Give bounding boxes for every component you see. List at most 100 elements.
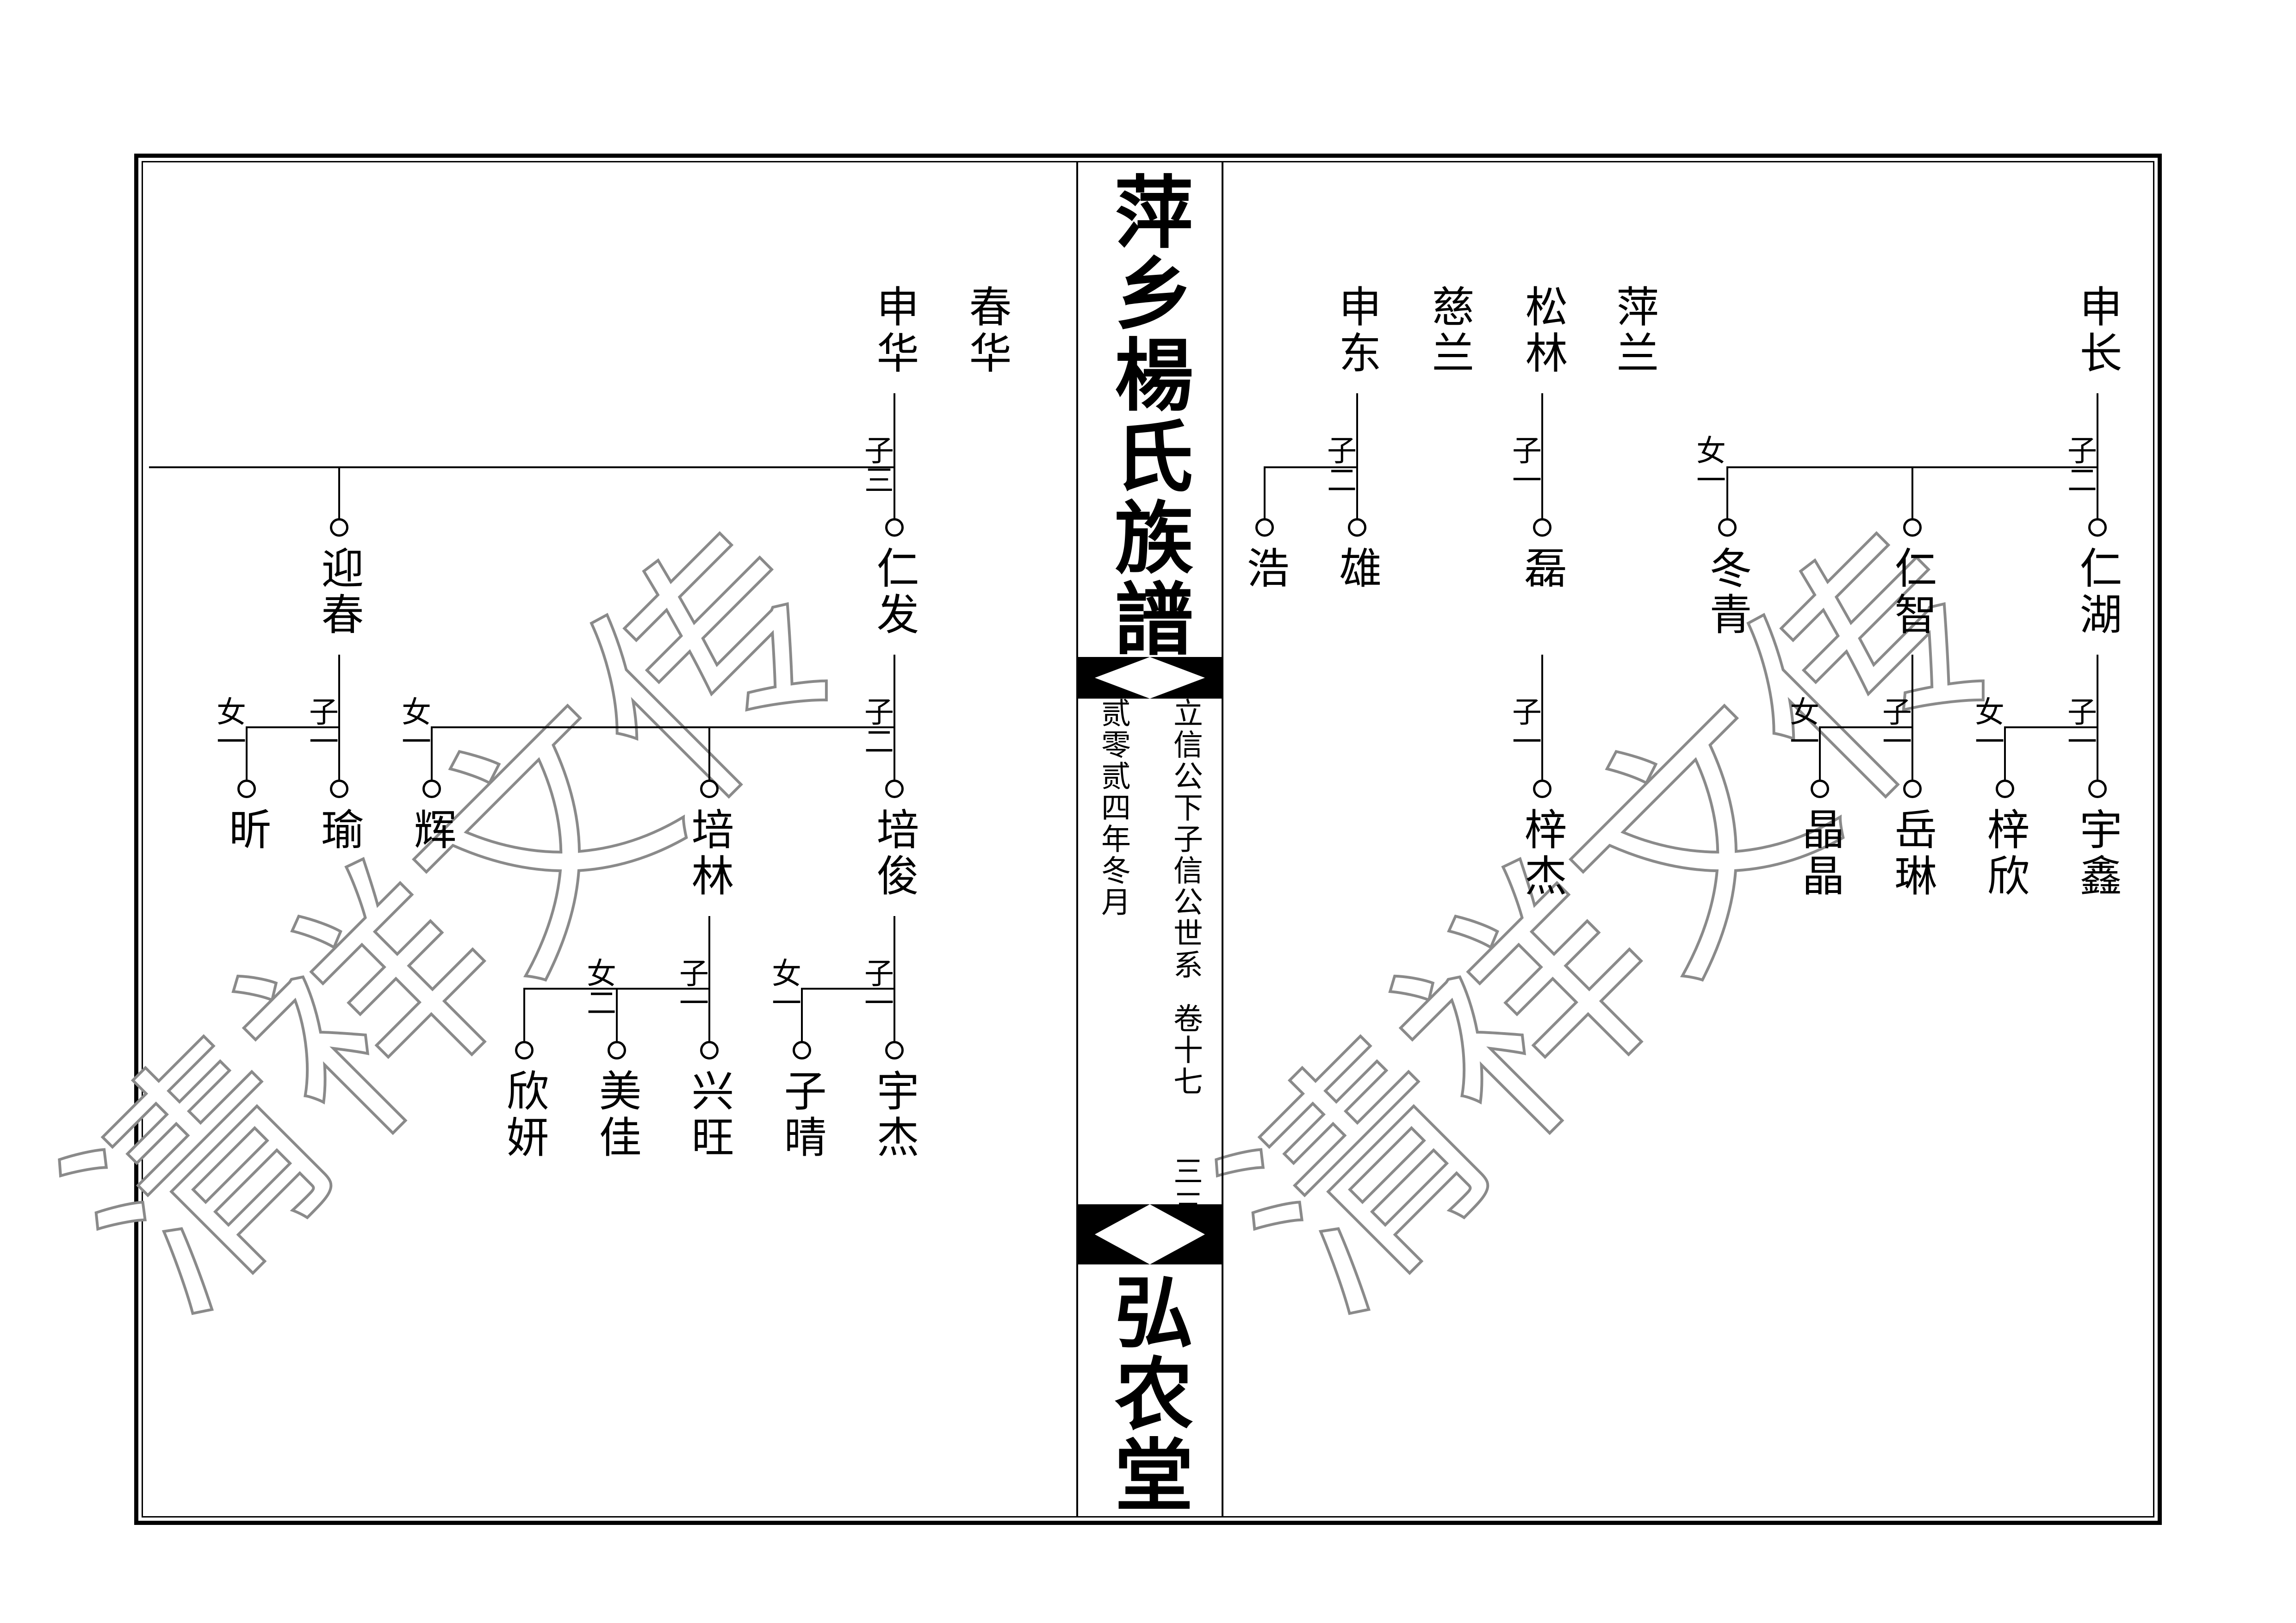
rel-peilin-daus: 女二: [582, 958, 616, 1017]
person-zijie: 梓杰: [1517, 807, 1567, 900]
node-jingjing: [1811, 780, 1829, 798]
person-hui: 辉: [407, 807, 456, 854]
rel-shenchang-daus: 女一: [1691, 435, 1725, 494]
node-lei: [1533, 518, 1551, 537]
node-yu: [330, 780, 348, 798]
node-yuxin: [2088, 780, 2107, 798]
rel-renfa-daus: 女一: [397, 696, 431, 756]
person-zixin: 梓欣: [1980, 807, 2029, 900]
person-shendong: 申东: [1332, 285, 1381, 377]
spine-divider-bottom: [1076, 1204, 1223, 1264]
node-yuelin: [1903, 780, 1922, 798]
rel-renfa-sons: 子二: [859, 696, 894, 756]
person-shenhua: 申华: [869, 285, 919, 377]
line-xinyan-up: [523, 988, 525, 1050]
line-renfa-down: [894, 655, 895, 789]
line-yingchun-bar: [246, 726, 340, 728]
person-yingchun: 迎春: [314, 546, 364, 638]
line-renhu-down: [2097, 655, 2098, 789]
hall-name: 弘农堂: [1101, 1271, 1193, 1516]
person-songlin: 松林: [1518, 285, 1568, 377]
rel-shenchang-sons: 子二: [2062, 435, 2097, 494]
person-cilan: 慈兰: [1425, 285, 1474, 377]
person-renfa: 仁发: [869, 546, 919, 638]
line-renhu-bar: [2004, 726, 2098, 728]
rel-shenhua-sons: 子三: [859, 435, 894, 494]
person-yuxin: 宇鑫: [2073, 807, 2122, 900]
line-shendong-down: [1356, 393, 1358, 527]
node-xingwang: [700, 1041, 719, 1059]
person-xiong: 雄: [1332, 546, 1382, 592]
node-zixin: [1996, 780, 2014, 798]
line-meijia-up: [616, 988, 618, 1050]
date-text: 贰零贰四年冬月: [1096, 698, 1130, 918]
line-shenchang-down: [2097, 393, 2098, 527]
line-hao-up: [1264, 466, 1266, 527]
line-peilin-down: [708, 916, 710, 1050]
person-yuelin: 岳琳: [1887, 807, 1937, 900]
rel-lei-sons: 子一: [1507, 696, 1541, 756]
line-xin-up: [246, 726, 248, 789]
line-lei-down: [1541, 655, 1543, 789]
node-renzhi: [1903, 518, 1922, 537]
inner-border: [142, 161, 2154, 1518]
node-dongqing: [1718, 518, 1737, 537]
node-zijie: [1533, 780, 1551, 798]
line-yingchun-down: [338, 655, 340, 789]
node-meijia: [608, 1041, 626, 1059]
rel-renzhi-sons: 子一: [1877, 696, 1911, 756]
line-peijun-down: [894, 916, 895, 1050]
person-pinglan: 萍兰: [1609, 285, 1659, 377]
rel-songlin-sons: 子一: [1507, 435, 1541, 494]
person-jingjing: 晶晶: [1795, 807, 1844, 900]
rel-peijun-sons: 子一: [859, 958, 894, 1017]
rel-yingchun-daus: 女一: [211, 696, 246, 756]
line-hui-up: [431, 726, 433, 789]
node-ziqing: [793, 1041, 811, 1059]
person-shenchang: 申长: [2073, 285, 2122, 377]
node-xin: [237, 780, 256, 798]
outer-border: [134, 154, 2162, 1525]
line-shenhua-down: [894, 393, 895, 527]
line-renzhi-up: [1911, 466, 1913, 527]
node-xiong: [1348, 518, 1366, 537]
person-peilin: 培林: [684, 807, 734, 900]
node-peilin: [700, 780, 719, 798]
rel-peijun-daus: 女一: [767, 958, 801, 1017]
line-peilin-up: [708, 726, 710, 789]
rel-yingchun-sons: 子一: [304, 696, 338, 756]
person-xinyan: 欣妍: [499, 1069, 549, 1161]
center-spine: 萍乡楊氏族譜 立信公下子信公世系 卷十七 三三 贰零贰四年冬月 弘农堂: [1076, 161, 1223, 1518]
spine-divider-top: [1076, 657, 1223, 699]
line-ziqing-up: [801, 988, 803, 1050]
person-xin: 昕: [222, 807, 271, 854]
line-renzhi-down: [1911, 655, 1913, 789]
line-shendong-bar: [1264, 466, 1358, 468]
person-renhu: 仁湖: [2073, 546, 2122, 638]
line-peijun-bar: [801, 988, 895, 990]
rel-renhu-daus: 女一: [1970, 696, 2004, 756]
person-yujie: 宇杰: [869, 1069, 919, 1161]
line-dongqing-up: [1726, 466, 1728, 527]
person-dongqing: 冬青: [1702, 546, 1752, 638]
line-jingjing-up: [1819, 726, 1821, 789]
node-xinyan: [515, 1041, 534, 1059]
line-shenhua-bar: [149, 466, 895, 468]
node-renhu: [2088, 518, 2107, 537]
person-renzhi: 仁智: [1887, 546, 1937, 638]
person-hao: 浩: [1240, 546, 1289, 592]
person-meijia: 美佳: [592, 1069, 641, 1161]
person-chunhua: 春华: [962, 285, 1011, 377]
line-zixin-up: [2004, 726, 2006, 789]
line-renfa-bar: [431, 726, 895, 728]
volume-text: 卷十七: [1168, 1003, 1203, 1097]
node-hao: [1255, 518, 1274, 537]
person-lei: 磊: [1517, 546, 1567, 592]
line-yingchun-up: [338, 466, 340, 527]
node-renfa: [885, 518, 904, 537]
person-xingwang: 兴旺: [684, 1069, 734, 1161]
node-yingchun: [330, 518, 348, 537]
rel-renhu-sons: 子一: [2062, 696, 2097, 756]
line-songlin-down: [1541, 393, 1543, 527]
book-title: 萍乡楊氏族譜: [1101, 171, 1193, 660]
